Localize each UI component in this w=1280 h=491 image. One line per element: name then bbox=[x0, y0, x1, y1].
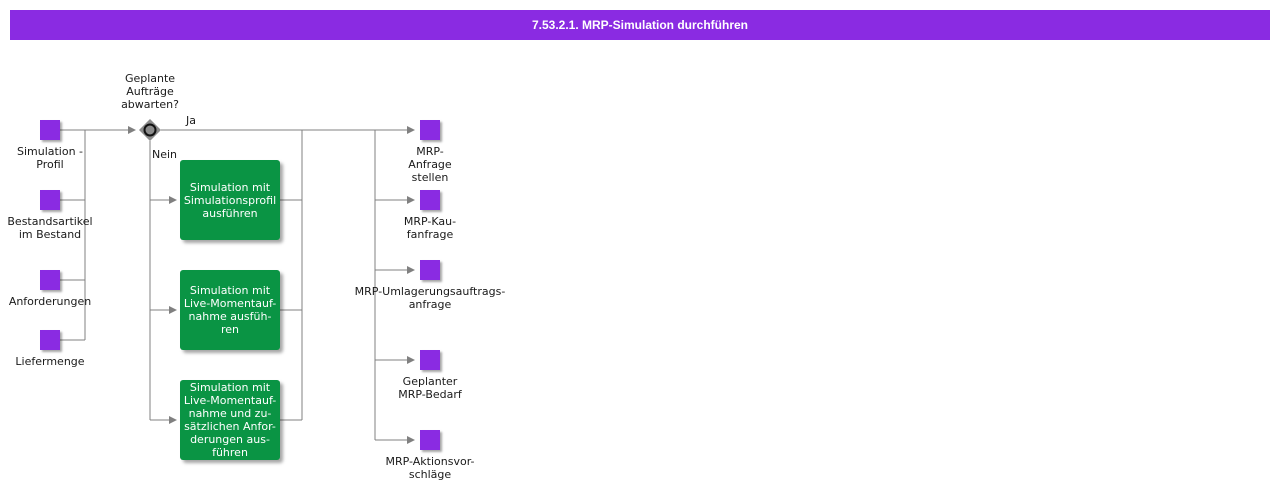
output-node-mrp-kaufanfrage[interactable] bbox=[420, 190, 440, 210]
output-node-mrp-umlagerung[interactable] bbox=[420, 260, 440, 280]
input-label: Anforderungen bbox=[8, 295, 92, 308]
yes-label: Ja bbox=[186, 114, 196, 127]
no-label: Nein bbox=[152, 148, 178, 161]
input-node-liefermenge[interactable] bbox=[40, 330, 60, 350]
exclusive-gateway-icon[interactable] bbox=[139, 119, 161, 141]
output-label: MRP-Kau-fanfrage bbox=[403, 215, 457, 241]
input-node-simulation-profil[interactable] bbox=[40, 120, 60, 140]
input-label: Simulation -Profil bbox=[16, 145, 84, 171]
output-label: MRP-Umlagerungsauftrags-anfrage bbox=[354, 285, 506, 311]
input-label: Liefermenge bbox=[15, 355, 85, 368]
input-node-anforderungen[interactable] bbox=[40, 270, 60, 290]
output-label: MRP-Aktionsvor-schläge bbox=[385, 455, 475, 481]
output-node-mrp-anfrage[interactable] bbox=[420, 120, 440, 140]
input-node-bestandsartikel[interactable] bbox=[40, 190, 60, 210]
diagram-title: 7.53.2.1. MRP-Simulation durchführen bbox=[10, 10, 1270, 40]
output-node-geplanter-bedarf[interactable] bbox=[420, 350, 440, 370]
output-node-mrp-aktionsvorschlaege[interactable] bbox=[420, 430, 440, 450]
